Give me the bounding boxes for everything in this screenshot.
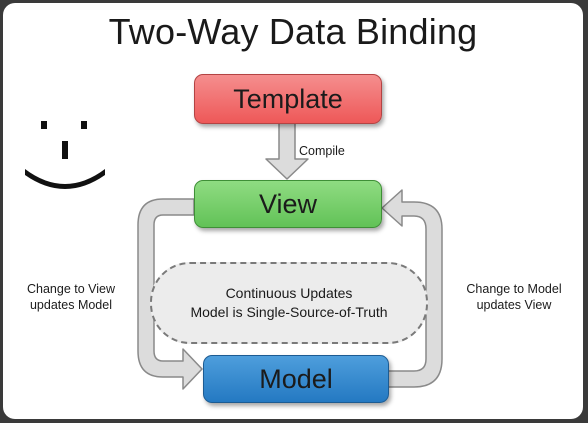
model-to-view-label-line2: updates View [476, 298, 552, 312]
arrows-layer [25, 121, 443, 390]
diagram-title: Two-Way Data Binding [108, 11, 478, 52]
diagram-frame: Two-Way Data Binding Template View Model… [3, 3, 583, 419]
smiley-face-icon [25, 121, 105, 189]
view-to-model-arrow [137, 198, 203, 390]
note-line1: Continuous Updates [225, 285, 353, 301]
compile-label: Compile [299, 144, 345, 158]
compile-arrow [265, 121, 309, 180]
view-to-model-label-line1: Change to View [26, 282, 116, 296]
view-node: View [194, 180, 382, 228]
model-to-view-label: Change to Model updates View [452, 281, 576, 313]
continuous-updates-note: Continuous Updates Model is Single-Sourc… [150, 262, 428, 344]
note-line2: Model is Single-Source-of-Truth [190, 304, 388, 320]
view-to-model-label: Change to View updates Model [15, 281, 127, 313]
view-to-model-label-line2: updates Model [29, 298, 112, 312]
template-node: Template [194, 74, 382, 124]
model-to-view-label-line1: Change to Model [466, 282, 562, 296]
model-node: Model [203, 355, 389, 403]
model-to-view-arrow [381, 189, 443, 388]
